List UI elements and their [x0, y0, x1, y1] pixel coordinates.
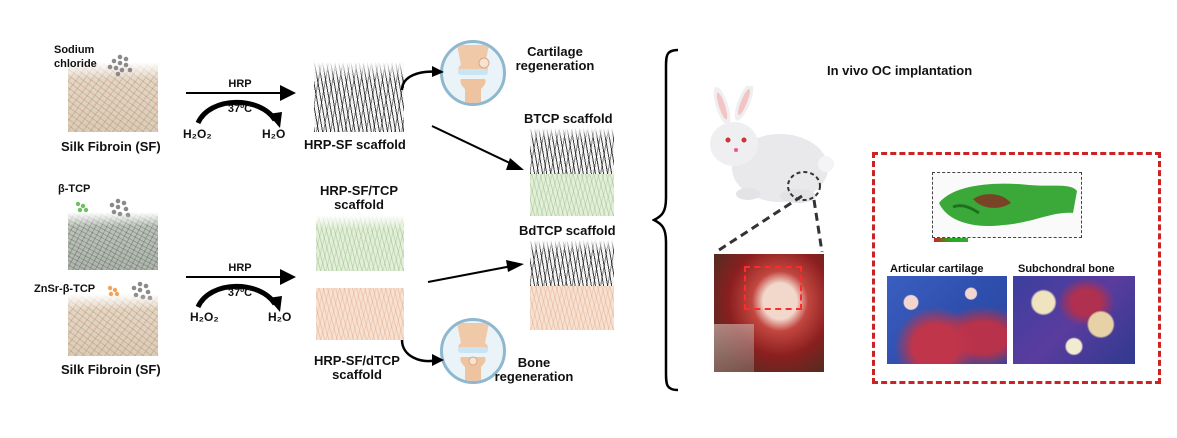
hrp-label-top: HRP — [228, 78, 252, 90]
articular-cartilage-label: Articular cartilage — [890, 263, 984, 275]
btcp-label: β-TCP — [58, 183, 91, 195]
h2o2-label-bottom: H₂O₂ — [190, 310, 219, 324]
zoom-lines — [715, 194, 824, 254]
knee-bone-icon — [440, 318, 506, 384]
defect-highlight-box — [744, 266, 802, 310]
btcp-scaffold-top-layer — [530, 128, 614, 174]
surgical-photo — [714, 254, 824, 372]
histology-panel-frame — [872, 152, 1161, 384]
in-vivo-title: In vivo OC implantation — [827, 63, 973, 78]
subchondral-bone-label: Subchondral bone — [1018, 263, 1115, 275]
h2o-label-top: H₂O — [262, 127, 286, 141]
bdtcp-scaffold-label: BdTCP scaffold — [519, 223, 616, 238]
microct-scan-frame — [932, 172, 1082, 238]
subchondral-bone-histology — [1013, 276, 1135, 364]
straight-arrows-to-biphasic — [427, 125, 524, 283]
hrp-sf-tcp-scaffold-block — [316, 215, 404, 271]
hrp-sf-scaffold-label: HRP-SF scaffold — [304, 137, 406, 152]
hrp-sf-tcp-scaffold-label: HRP-SF/TCP scaffold — [320, 183, 398, 212]
hrp-sf-scaffold-block — [314, 62, 404, 132]
h2o-label-bottom: H₂O — [268, 310, 292, 324]
bone-regeneration-label: Bone regeneration — [494, 355, 574, 384]
btcp-scaffold-bottom-layer — [530, 174, 614, 216]
hrp-label-bottom: HRP — [228, 262, 252, 274]
reaction-arrow-bottom — [186, 269, 296, 312]
reaction-arrow-top — [186, 85, 296, 128]
silk-fibroin-label-top: Silk Fibroin (SF) — [61, 139, 161, 154]
bdtcp-scaffold-top-layer — [530, 240, 614, 286]
znsr-btcp-sf-block — [68, 294, 158, 356]
hrp-sf-dtcp-scaffold-block — [316, 288, 404, 340]
znsr-btcp-label: ZnSr-β-TCP — [34, 283, 96, 295]
microct-color-legend — [934, 238, 968, 242]
salt-particles-icon — [107, 54, 133, 77]
sodium-chloride-label: Sodium chloride — [54, 44, 97, 70]
silk-fibroin-label-bottom: Silk Fibroin (SF) — [61, 362, 161, 377]
temperature-label-top: 37ºC — [227, 103, 253, 115]
h2o2-label-top: H₂O₂ — [183, 127, 212, 141]
rabbit-illustration — [710, 86, 834, 203]
curly-brace — [652, 48, 679, 392]
cartilage-regeneration-label: Cartilage regeneration — [515, 44, 595, 73]
knee-cartilage-icon — [440, 40, 506, 106]
btcp-sf-block — [68, 212, 158, 270]
curved-arrows-to-knees — [400, 66, 444, 366]
articular-cartilage-histology — [887, 276, 1007, 364]
silk-fibroin-block-top — [68, 62, 158, 132]
hrp-sf-dtcp-scaffold-label: HRP-SF/dTCP scaffold — [314, 353, 400, 382]
btcp-scaffold-label: BTCP scaffold — [524, 111, 613, 126]
temperature-label-bottom: 37ºC — [227, 287, 253, 299]
bdtcp-scaffold-bottom-layer — [530, 286, 614, 330]
